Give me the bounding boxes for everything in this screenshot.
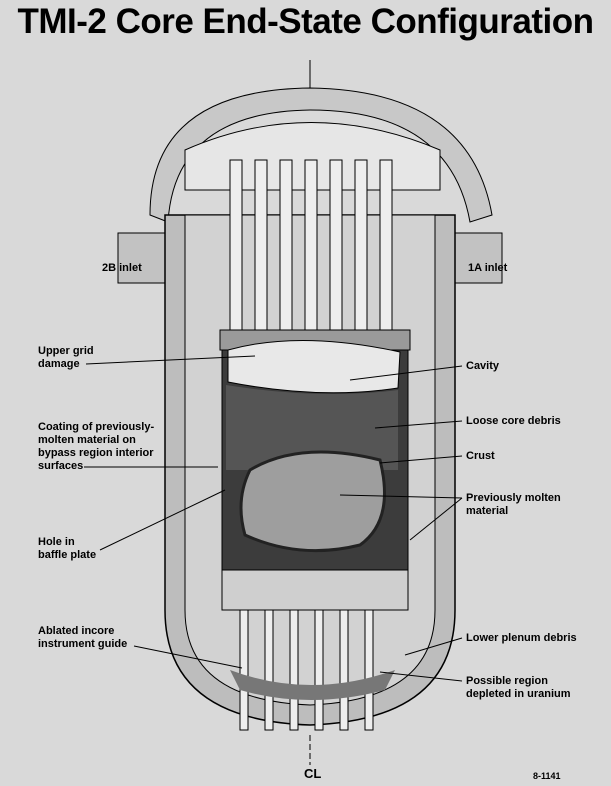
label-ablated-guide: Ablated incore instrument guide [38, 625, 127, 651]
label-line: molten material on [38, 434, 136, 446]
label-previously-molten: Previously molten material [466, 492, 561, 518]
label-line: depleted in uranium [466, 688, 571, 700]
label-cavity: Cavity [466, 360, 500, 372]
label-line: baffle plate [38, 549, 97, 561]
label-upper-grid-damage: Upper grid damage [38, 345, 94, 371]
label-line: Hole in [38, 536, 75, 548]
label-line: Possible region [466, 675, 548, 687]
label-line: surfaces [38, 460, 84, 472]
label-depleted-region: Possible region depleted in uranium [466, 675, 571, 701]
label-lower-plenum-debris: Lower plenum debris [466, 632, 577, 644]
upper-plenum-dome [184, 122, 441, 191]
label-line: bypass region interior [38, 447, 154, 459]
figure-number: 8-1141 [533, 771, 561, 781]
previously-molten-material [239, 450, 386, 553]
cavity [227, 340, 401, 394]
label-line: Coating of previously- [38, 421, 155, 433]
label-line: Previously molten [466, 492, 561, 504]
label-crust: Crust [466, 450, 495, 462]
centerline-label: CL [304, 766, 322, 781]
label-2b-inlet: 2B inlet [102, 262, 142, 274]
label-line: damage [38, 358, 80, 370]
lower-core-support [221, 569, 409, 611]
label-loose-core-debris: Loose core debris [466, 415, 561, 427]
label-line: material [466, 505, 509, 517]
label-line: Ablated incore [38, 625, 115, 637]
label-hole-in-baffle: Hole in baffle plate [38, 536, 96, 562]
label-1a-inlet: 1A inlet [468, 262, 508, 274]
label-coating: Coating of previously- molten material o… [38, 421, 154, 473]
loose-core-debris [226, 385, 398, 470]
label-line: instrument guide [38, 638, 128, 650]
diagram-title: TMI-2 Core End-State Configuration [17, 2, 594, 41]
label-line: Upper grid [38, 345, 94, 357]
lower-plenum-debris [230, 670, 395, 700]
vessel-head [149, 87, 493, 223]
leader-lines [84, 355, 463, 682]
incore-instrument-guides [239, 609, 374, 731]
